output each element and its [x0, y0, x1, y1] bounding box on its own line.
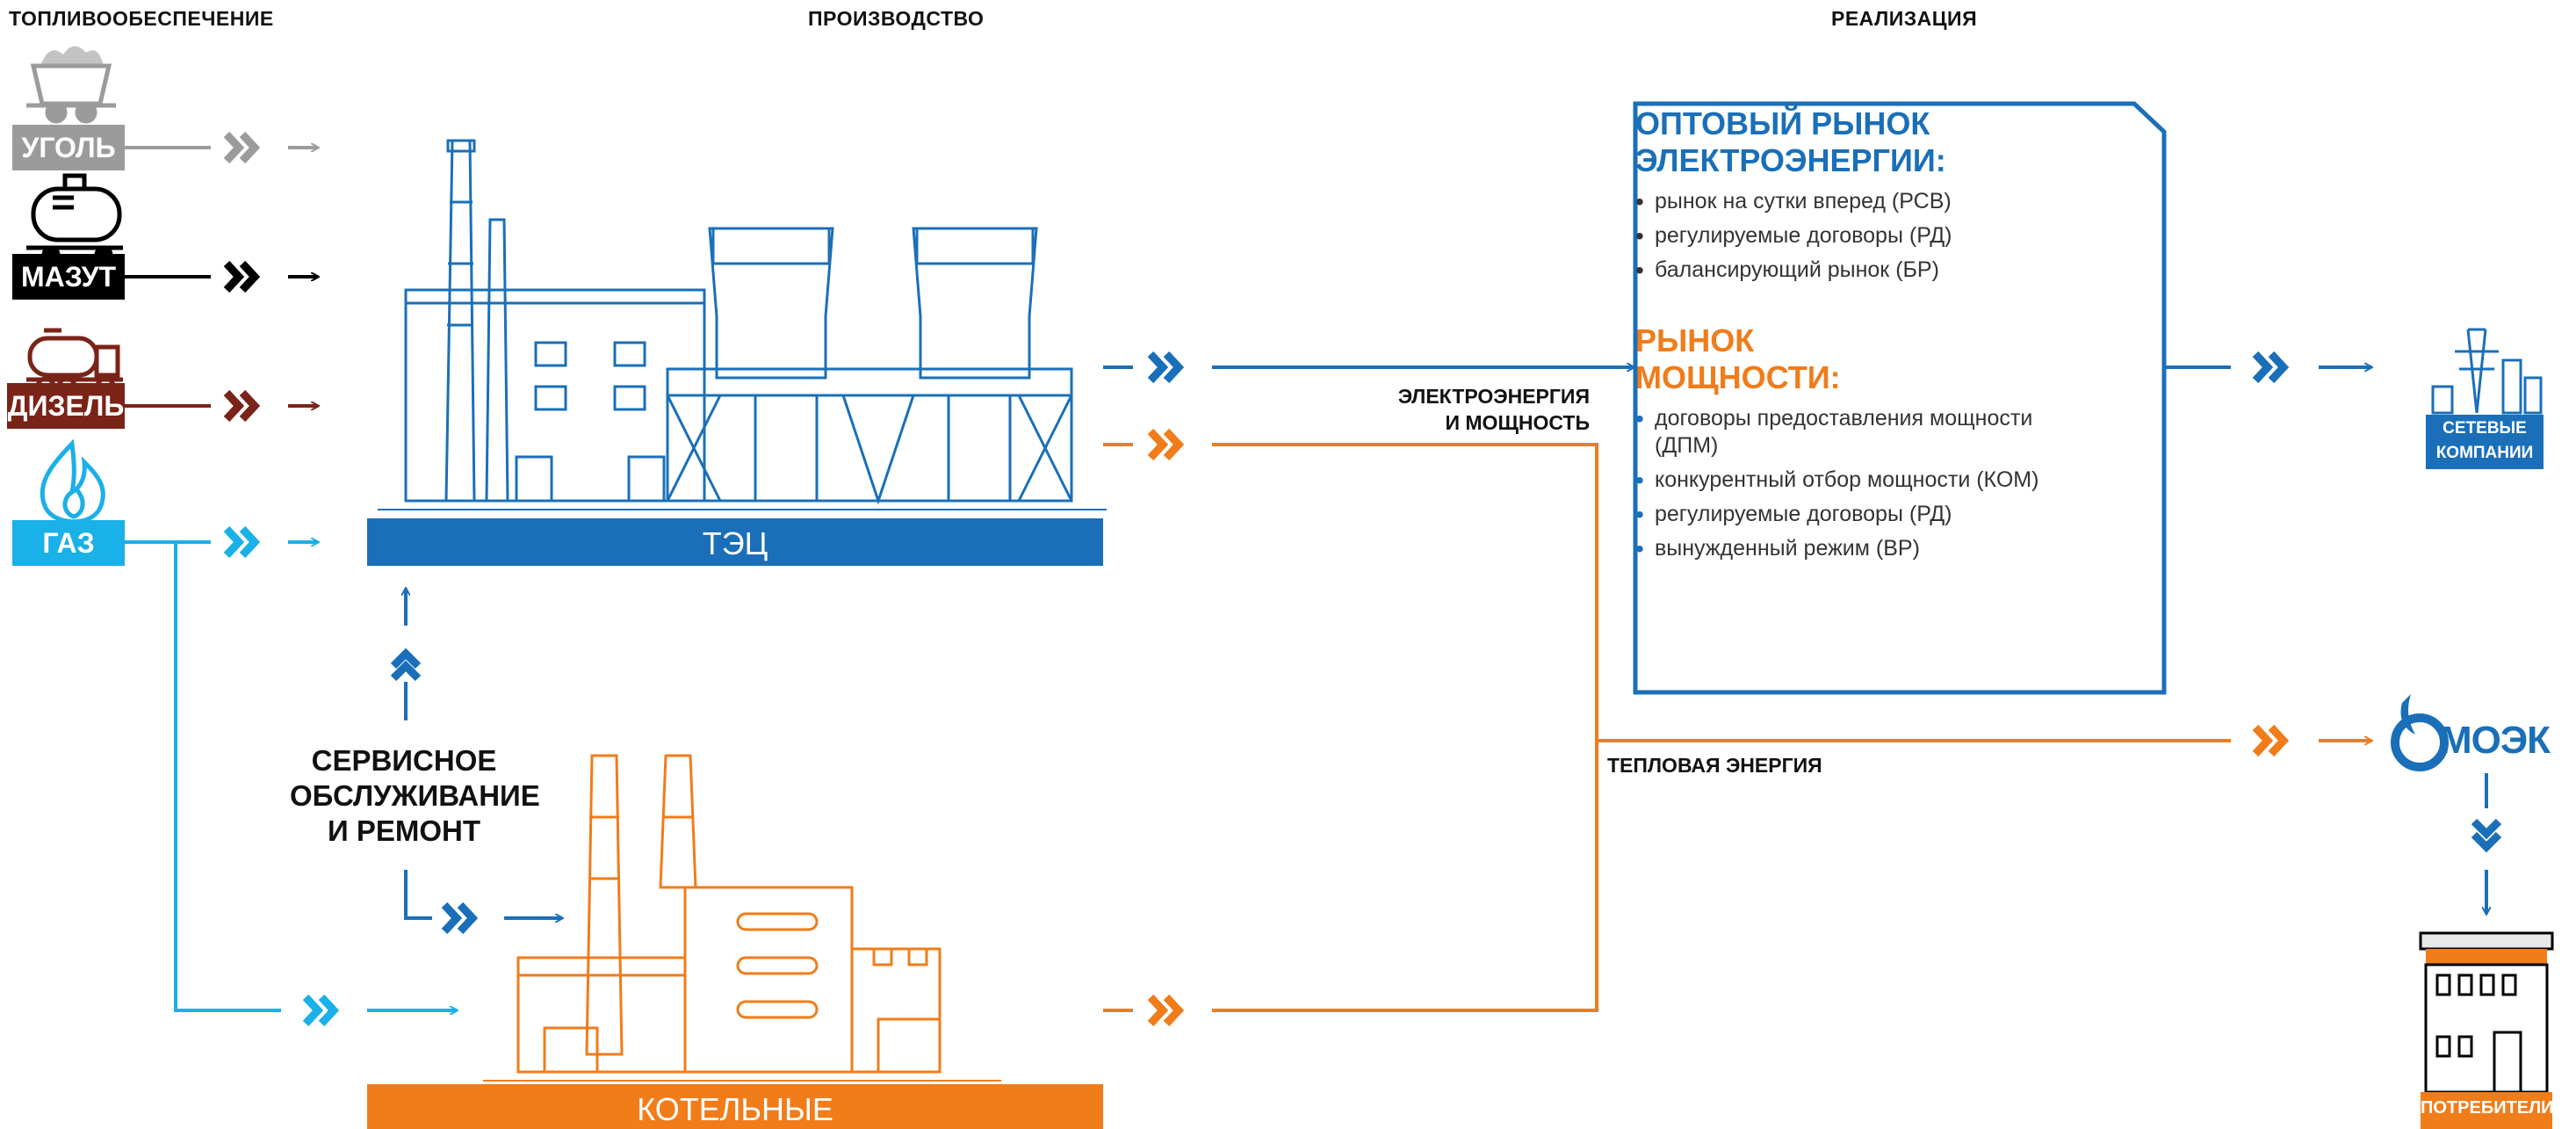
- gas-flame-icon: [40, 438, 105, 525]
- fuel-label-coal: УГОЛЬ: [12, 125, 125, 170]
- wholesale-item: балансирующий рынок (БР): [1635, 257, 2162, 284]
- header-fuel-supply: ТОПЛИВООБЕСПЕЧЕНИЕ: [9, 7, 274, 30]
- moek-to-consumers-arrow: [2471, 773, 2502, 914]
- capacity-market-title: РЫНОК МОЩНОСТИ:: [1635, 322, 2162, 396]
- header-production: ПРОИЗВОДСТВО: [808, 7, 985, 30]
- service-label-line-1: СЕРВИСНОЕ: [311, 744, 497, 777]
- capacity-item: вынужденный режим (ВР): [1635, 535, 2092, 562]
- power-tower-icon: [2431, 328, 2543, 415]
- market-to-grid-arrow: [2164, 351, 2371, 384]
- consumers-label: ПОТРЕБИТЕЛИ: [2421, 1098, 2554, 1118]
- gas-flow-line: [125, 525, 457, 1027]
- grid-companies-label: СЕТЕВЫЕ КОМПАНИИ: [2426, 416, 2544, 466]
- moek-logo-icon: [2391, 694, 2449, 771]
- capacity-item: конкурентный отбор мощности (КОМ): [1635, 467, 2092, 494]
- wholesale-item: регулируемые договоры (РД): [1635, 222, 2162, 250]
- wholesale-title-line-2: ЭЛЕКТРОЭНЕРГИИ:: [1635, 142, 1946, 178]
- consumer-building-icon: [2419, 931, 2554, 1094]
- electricity-label-line-1: ЭЛЕКТРОЭНЕРГИЯ: [1397, 385, 1590, 408]
- electricity-label-line-2: И МОЩНОСТЬ: [1445, 411, 1590, 434]
- boiler-label-bar: [367, 1084, 1103, 1129]
- heat-energy-label: ТЕПЛОВАЯ ЭНЕРГИЯ: [1607, 754, 1822, 777]
- market-box: [1633, 101, 2167, 695]
- capacity-title-line-1: РЫНОК: [1635, 322, 1755, 358]
- header-sales: РЕАЛИЗАЦИЯ: [1831, 7, 1978, 30]
- grid-label-line-1: СЕТЕВЫЕ: [2443, 419, 2527, 438]
- service-label: СЕРВИСНОЕ ОБСЛУЖИВАНИЕ И РЕМОНТ: [290, 743, 540, 849]
- wholesale-market-list: рынок на сутки вперед (РСВ) регулируемые…: [1635, 188, 2162, 284]
- capacity-flow-line: [1103, 428, 1598, 741]
- moek-logo-text: МОЭК: [2440, 719, 2551, 762]
- capacity-item: договоры предоставления мощности (ДПМ): [1635, 405, 2092, 460]
- boiler-label: КОТЕЛЬНЫЕ: [637, 1091, 833, 1127]
- diesel-flow-line: [125, 389, 318, 423]
- electricity-flow-line: [1103, 351, 1634, 384]
- fuel-label-diesel: ДИЗЕЛЬ: [7, 383, 125, 429]
- service-to-chp-arrow: [390, 589, 422, 720]
- chp-plant-illustration: [378, 139, 1107, 510]
- wholesale-market-section: ОПТОВЫЙ РЫНОК ЭЛЕКТРОЭНЕРГИИ: рынок на с…: [1635, 105, 2162, 284]
- electricity-capacity-label: ЭЛЕКТРОЭНЕРГИЯ И МОЩНОСТЬ: [1335, 383, 1590, 436]
- boiler-plant-illustration: [483, 754, 1001, 1082]
- fuel-oil-flow-line: [125, 260, 318, 293]
- tank-car-icon: [26, 173, 123, 264]
- capacity-market-section: РЫНОК МОЩНОСТИ: договоры предоставления …: [1635, 322, 2162, 562]
- grid-companies-box: [2426, 415, 2544, 469]
- wholesale-title-line-1: ОПТОВЫЙ РЫНОК: [1635, 105, 1930, 141]
- wholesale-market-title: ОПТОВЫЙ РЫНОК ЭЛЕКТРОЭНЕРГИИ:: [1635, 105, 2162, 179]
- fuel-label-fuel-oil: МАЗУТ: [12, 254, 125, 300]
- capacity-item: регулируемые договоры (РД): [1635, 501, 2092, 528]
- coal-cart-icon: [26, 46, 116, 124]
- service-to-boiler-arrow: [404, 870, 562, 935]
- consumers-box: [2421, 1092, 2552, 1129]
- grid-label-line-2: КОМПАНИИ: [2435, 444, 2534, 462]
- chp-label-bar: [367, 518, 1103, 566]
- heat-flow-line: [1103, 724, 2371, 1027]
- service-label-line-2: ОБСЛУЖИВАНИЕ: [290, 779, 540, 812]
- market-content: ОПТОВЫЙ РЫНОК ЭЛЕКТРОЭНЕРГИИ: рынок на с…: [1635, 105, 2162, 569]
- fuel-label-gas: ГАЗ: [12, 520, 125, 566]
- wholesale-item: рынок на сутки вперед (РСВ): [1635, 188, 2162, 215]
- coal-flow-line: [125, 131, 318, 164]
- capacity-title-line-2: МОЩНОСТИ:: [1635, 359, 1841, 395]
- chp-label: ТЭЦ: [702, 525, 768, 561]
- service-label-line-3: И РЕМОНТ: [327, 814, 481, 847]
- capacity-market-list: договоры предоставления мощности (ДПМ) к…: [1635, 405, 2092, 562]
